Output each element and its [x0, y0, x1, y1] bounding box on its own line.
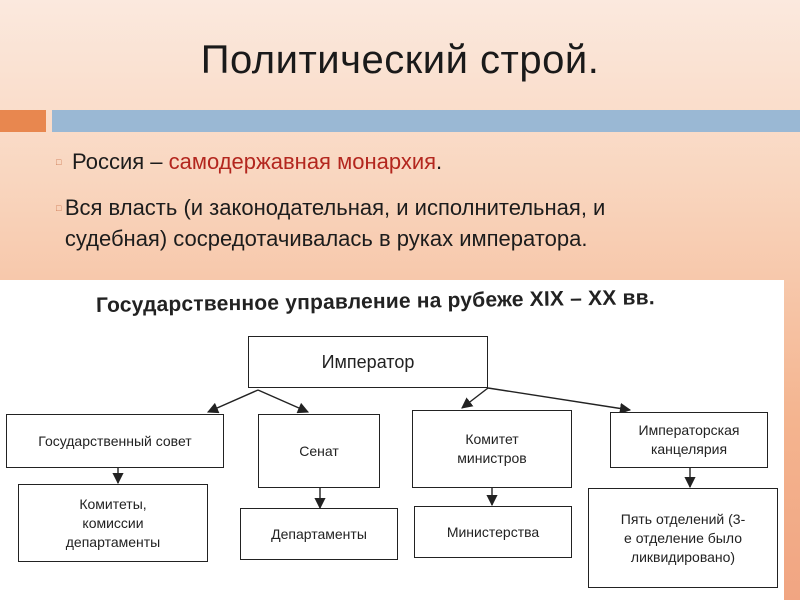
- divider-bar: [52, 110, 800, 132]
- node-committee-ministers: Комитет министров: [412, 410, 572, 488]
- slide-title: Политический строй.: [200, 38, 600, 82]
- bullet-text: Вся власть (и законодательная, и исполни…: [64, 195, 606, 251]
- bullet-suffix: .: [436, 149, 443, 174]
- bullet-accent: самодержавная монархия: [168, 149, 437, 174]
- edge-emperor-committee-ministers: [461, 387, 489, 409]
- edge-emperor-senate: [257, 389, 310, 414]
- bullet-square-icon: □: [56, 157, 62, 167]
- bullet-prefix: Россия –: [72, 149, 169, 174]
- node-state-council: Государственный совет: [6, 414, 224, 468]
- edge-emperor-state-council: [206, 389, 259, 414]
- bullet-item-1: □ Россия – самодержавная монархия.: [56, 146, 442, 177]
- accent-bar: [0, 110, 46, 132]
- bullet-square-icon: □: [56, 203, 62, 213]
- government-diagram: Государственное управление на рубеже XIX…: [0, 280, 784, 600]
- diagram-connectors: [112, 387, 696, 510]
- bullet-item-2: □ Вся власть (и законодательная, и испол…: [56, 192, 656, 254]
- node-emperor: Император: [248, 336, 488, 388]
- node-senate: Сенат: [258, 414, 380, 488]
- node-committees: Комитеты, комиссии департаменты: [18, 484, 208, 562]
- node-chancellery: Императорская канцелярия: [610, 412, 768, 468]
- edge-emperor-chancellery: [487, 387, 632, 414]
- node-ministries: Министерства: [414, 506, 572, 558]
- node-five-departments: Пять отделений (3-е отделение было ликви…: [588, 488, 778, 588]
- node-departments: Департаменты: [240, 508, 398, 560]
